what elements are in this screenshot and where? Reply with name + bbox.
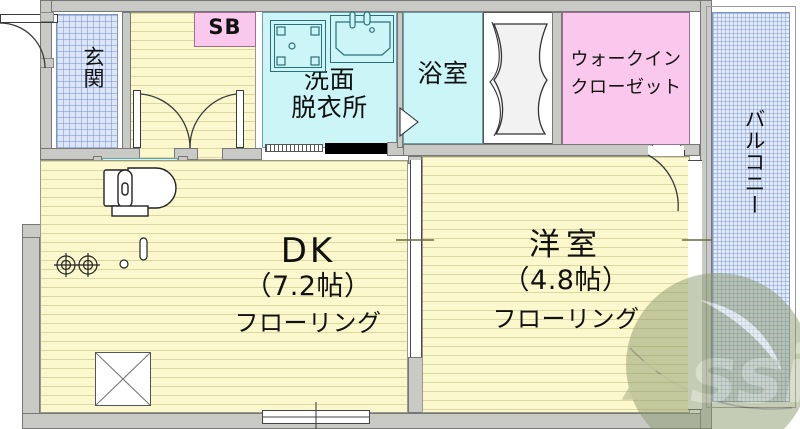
wic-label-line1: ウォークイン <box>570 49 682 70</box>
yoshitsu-size-label: （4.8帖） <box>502 265 630 296</box>
senmen-sliding-door <box>265 144 323 152</box>
dk-flooring-label: フローリング <box>234 309 382 337</box>
corridor-door-leaf-right <box>236 90 244 148</box>
balcony-label: バルコニー <box>742 108 766 216</box>
genkan-label: 玄関 <box>81 46 105 89</box>
refrigerator-space <box>95 352 151 406</box>
yokushitsu-label: 浴室 <box>417 59 469 88</box>
wic-label-line2: クローゼット <box>570 77 682 98</box>
entrance-door-jamb-bottom <box>40 58 54 68</box>
senmen-threshold-black <box>325 143 387 154</box>
wall-senmen-yokushitsu <box>397 12 403 148</box>
wall-corridor-bottom-left <box>40 148 140 160</box>
vanity-counter <box>330 15 394 63</box>
entrance-door-jamb-top <box>40 12 54 22</box>
dk-window <box>262 410 370 424</box>
dk-name-label: DK <box>280 231 336 271</box>
wall-genkan-right <box>122 12 131 160</box>
yoshitsu-name-label: 洋室 <box>529 227 603 263</box>
dk-room <box>40 160 408 413</box>
outer-wall-left-upper <box>40 0 52 160</box>
sb-label: SB <box>208 15 242 39</box>
dk-yoshitsu-partition <box>410 160 422 358</box>
sb-closet <box>194 12 256 47</box>
yoshitsu-flooring-label: フローリング <box>492 305 640 333</box>
bathtub-area <box>483 12 556 144</box>
washing-machine-pan-inner <box>274 24 322 68</box>
wic-door-opening <box>648 146 684 156</box>
genkan-tile-floor <box>56 14 118 156</box>
wall-corridor-bottom-right <box>222 148 262 160</box>
wic-room <box>562 12 690 145</box>
senmen-label-line2: 脱衣所 <box>291 93 368 122</box>
dk-size-label: （7.2帖） <box>244 271 372 302</box>
wall-upper-block-bottom <box>403 144 653 156</box>
corridor-door-leaf-left <box>133 90 141 148</box>
balcony-window <box>688 160 702 410</box>
outer-wall-left-lower <box>22 224 40 429</box>
outer-wall-top <box>40 0 712 12</box>
